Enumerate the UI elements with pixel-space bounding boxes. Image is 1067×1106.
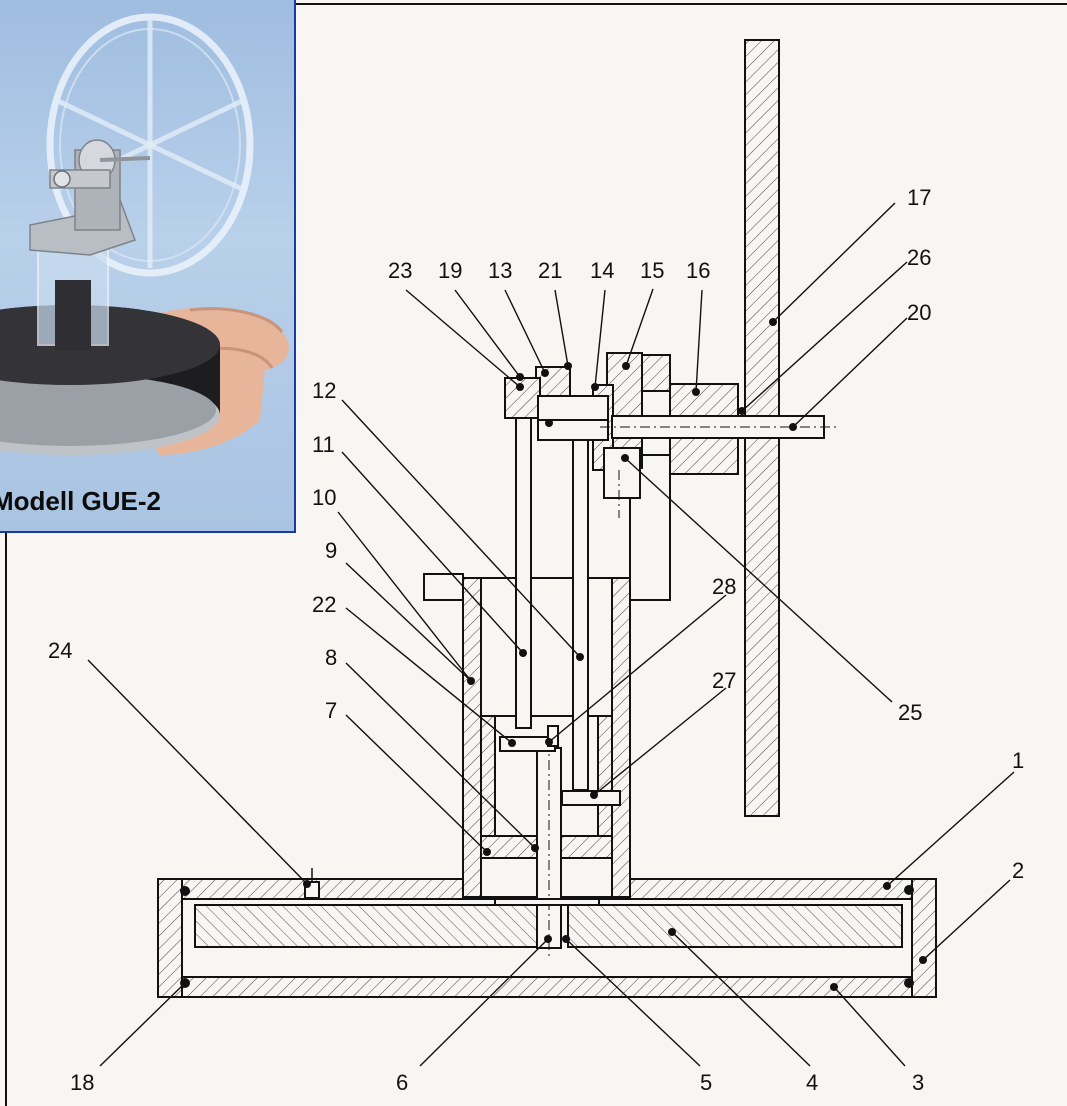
label-9: 9 [325, 538, 337, 563]
crank-pin [537, 395, 609, 421]
label-20: 20 [907, 300, 931, 325]
connecting-rod-12 [572, 419, 589, 791]
seal-flange [494, 898, 600, 906]
label-28: 28 [712, 574, 736, 599]
crank-disc [535, 366, 571, 398]
link-pin [561, 790, 621, 806]
label-3: 3 [912, 1070, 924, 1095]
label-21: 21 [538, 258, 562, 283]
label-17: 17 [907, 185, 931, 210]
label-25: 25 [898, 700, 922, 725]
photo-caption: Modell GUE-2 [0, 486, 162, 516]
product-photo: Modell GUE-2 [0, 0, 296, 533]
displacer-left [194, 904, 539, 948]
piston-wall-left [480, 715, 496, 837]
label-13: 13 [488, 258, 512, 283]
label-1: 1 [1012, 748, 1024, 773]
connecting-rod-11 [515, 407, 532, 729]
label-19: 19 [438, 258, 462, 283]
label-18: 18 [70, 1070, 94, 1095]
bottom-plate [157, 976, 937, 998]
side-ring-left [157, 878, 183, 998]
pin-block [547, 725, 559, 747]
label-4: 4 [806, 1070, 818, 1095]
label-6: 6 [396, 1070, 408, 1095]
label-27: 27 [712, 668, 736, 693]
label-22: 22 [312, 592, 336, 617]
displacer-right [567, 904, 903, 948]
label-2: 2 [1012, 858, 1024, 883]
label-7: 7 [325, 698, 337, 723]
label-16: 16 [686, 258, 710, 283]
cylinder-wall-right [611, 577, 631, 898]
label-10: 10 [312, 485, 336, 510]
label-24: 24 [48, 638, 72, 663]
label-11: 11 [312, 432, 335, 457]
label-5: 5 [700, 1070, 712, 1095]
counterweight [641, 354, 671, 392]
support-arm [423, 573, 464, 601]
label-15: 15 [640, 258, 664, 283]
label-26: 26 [907, 245, 931, 270]
leader-lines [87, 202, 1015, 1067]
label-12: 12 [312, 378, 336, 403]
label-14: 14 [590, 258, 614, 283]
label-23: 23 [388, 258, 412, 283]
engine-photo-illustration [0, 13, 289, 455]
piston-wall-right [597, 715, 613, 837]
label-8: 8 [325, 645, 337, 670]
cylinder-wall-left [462, 577, 482, 898]
side-ring-right [911, 878, 937, 998]
crank-pin-lower [537, 419, 609, 441]
